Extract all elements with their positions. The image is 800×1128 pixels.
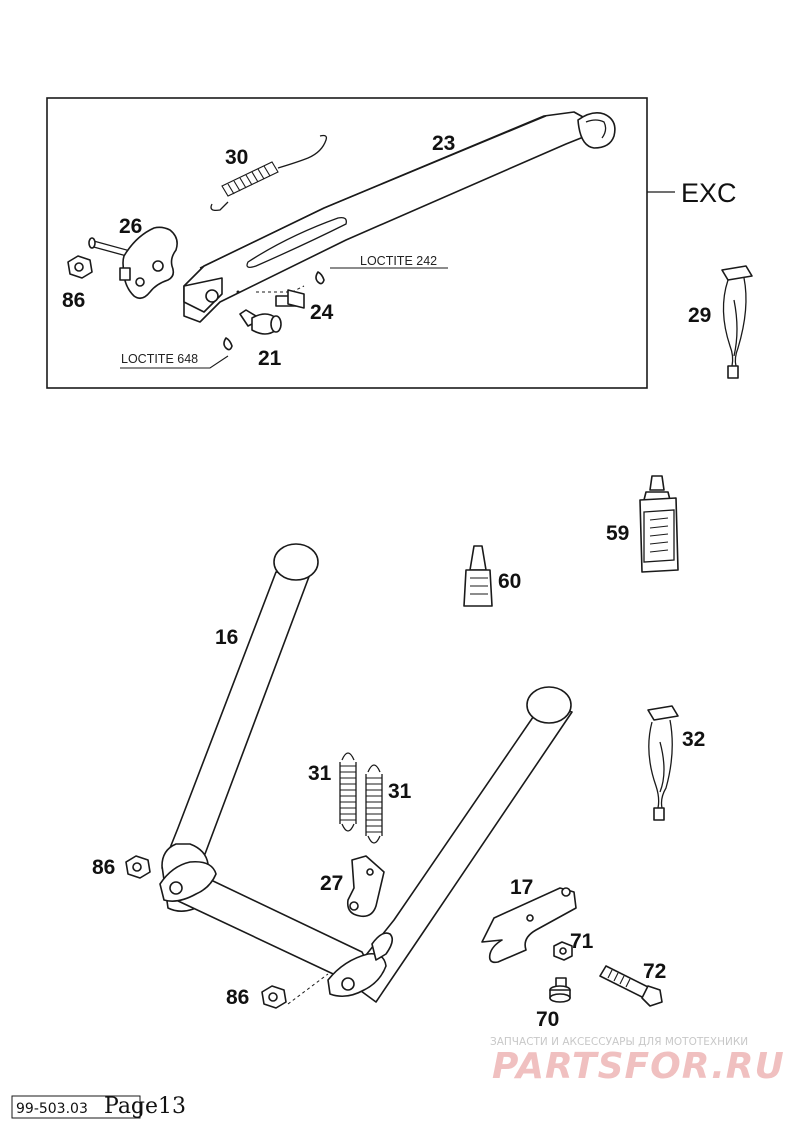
callout-16: 16: [215, 626, 238, 649]
callout-72: 72: [643, 960, 666, 983]
spring-part-31-left: [339, 752, 357, 832]
page-footer: 99-503.03 Page13: [11, 1094, 186, 1119]
nut-part-86-inset: [67, 255, 93, 279]
bracket-part-27: [346, 855, 385, 918]
callout-60: 60: [498, 570, 521, 593]
nut-part-86-lower: [261, 973, 329, 1009]
bolt-part-24: [275, 289, 305, 309]
loctite-648-callout: LOCTITE 648: [120, 352, 229, 369]
bumper-part-70: [549, 977, 571, 1003]
tool-part-32: [647, 705, 679, 821]
callout-29: 29: [688, 304, 711, 327]
bolt-part-72: [599, 965, 663, 1007]
center-stand-part-16: [159, 543, 573, 1003]
spring-part-30: [210, 134, 328, 212]
spring-part-31-right: [365, 764, 383, 844]
callout-27: 27: [320, 872, 343, 895]
callout-17: 17: [510, 876, 533, 899]
nut-part-86-upper: [125, 855, 151, 879]
bottle-part-59: [639, 475, 679, 573]
callout-24: 24: [310, 301, 334, 324]
exc-label: EXC: [681, 178, 737, 208]
tube-part-60: [463, 545, 493, 607]
callout-31-right: 31: [388, 780, 412, 803]
callout-71: 71: [570, 930, 594, 953]
exc-inset: EXC: [46, 97, 737, 389]
callout-30: 30: [225, 146, 248, 169]
loctite-242-label: LOCTITE 242: [360, 254, 437, 268]
tool-part-29: [721, 265, 753, 379]
bracket-part-17: [481, 887, 577, 964]
callout-32: 32: [682, 728, 705, 751]
watermark-brand: PARTSFOR.RU: [492, 1046, 785, 1087]
callout-21: 21: [258, 347, 282, 370]
loctite-648-label: LOCTITE 648: [121, 352, 198, 366]
callout-70: 70: [536, 1008, 559, 1031]
page-label: Page13: [104, 1094, 186, 1119]
watermark-tagline: ЗАПЧАСТИ И АКСЕССУАРЫ ДЛЯ МОТОТЕХНИКИ: [490, 1036, 748, 1048]
callout-26: 26: [119, 215, 142, 238]
callout-31-left: 31: [308, 762, 332, 785]
doc-code-box: [11, 1095, 141, 1119]
callout-86-inset: 86: [62, 289, 85, 312]
watermark: ЗАПЧАСТИ И АКСЕССУАРЫ ДЛЯ МОТОТЕХНИКИ PA…: [490, 1036, 785, 1087]
bracket-part-26: [88, 226, 178, 300]
doc-code: 99-503.03: [16, 1101, 88, 1117]
inset-frame: [46, 97, 648, 389]
callout-86-lower: 86: [226, 986, 249, 1009]
nut-part-71: [553, 941, 573, 961]
callout-59: 59: [606, 522, 629, 545]
callout-23: 23: [432, 132, 455, 155]
callout-86-upper: 86: [92, 856, 115, 879]
side-stand-part-23: [183, 111, 616, 323]
bushing-part-21: [223, 309, 282, 351]
